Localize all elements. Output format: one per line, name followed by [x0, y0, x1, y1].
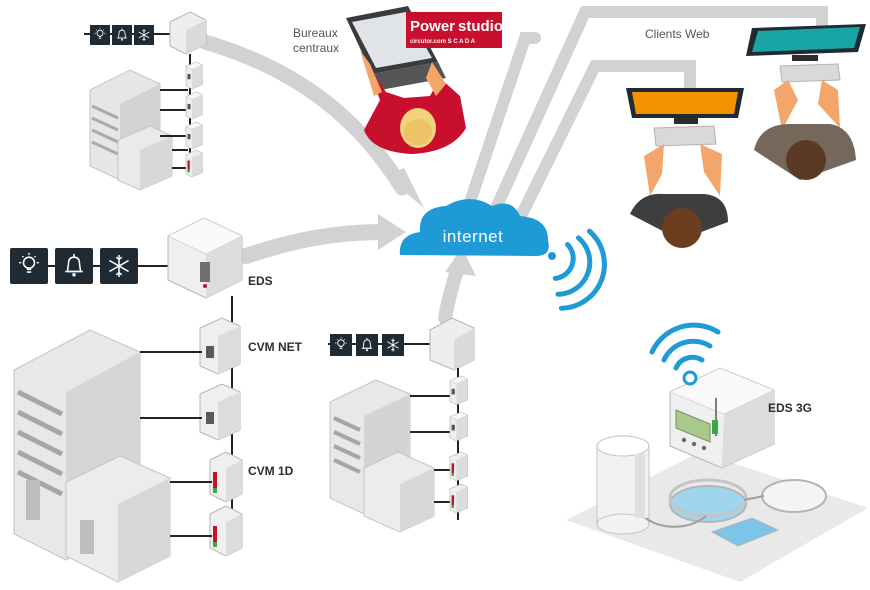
bureaux-label-line1: Bureaux: [293, 26, 338, 40]
center-icon-row: [328, 334, 430, 356]
bureaux-label-line2: centraux: [293, 41, 339, 55]
link-client2-to-cloud: [517, 60, 696, 218]
wifi-signal-cloud-icon: [548, 228, 607, 311]
arrow-head-center: [445, 248, 476, 276]
client-web-user-2: [626, 88, 744, 248]
cvm-net-meter-1: [199, 317, 241, 375]
arrow-head-eds: [378, 214, 406, 250]
eds-device: [167, 217, 243, 299]
water-tank: [596, 435, 650, 535]
link-office-to-cloud: [464, 32, 541, 208]
cvm-net-meter-2: [199, 383, 241, 441]
main-building: [13, 329, 171, 583]
main-building-group: EDS CVM NET CVM 1D: [10, 217, 303, 583]
top-eds-device: [169, 11, 207, 55]
eds-3g-label: EDS 3G: [768, 401, 812, 415]
arrow-head-top: [386, 168, 424, 208]
top-building: [89, 69, 173, 191]
cvm-1d-label: CVM 1D: [248, 464, 294, 478]
logo-tagline: circutor.com S C A D A: [410, 39, 476, 45]
top-icon-row: [84, 25, 170, 45]
main-icon-row: [10, 248, 170, 284]
logo-word-power: Power: [410, 18, 455, 35]
arrow-heads: [378, 168, 476, 276]
client-web-user-1: [746, 24, 866, 180]
client-keyboard-teal: [779, 63, 841, 83]
laptop-keyboard: [372, 62, 446, 90]
client-user-2-head: [662, 208, 702, 248]
logo-word-studio: studio: [458, 18, 503, 35]
client-keyboard-orange: [653, 125, 717, 147]
powerstudio-logo: Power studio circutor.com S C A D A: [406, 12, 503, 48]
link-client1-to-cloud: [491, 5, 828, 212]
connection-arrows: [197, 5, 828, 325]
arrow-top-building-to-cloud: [197, 34, 410, 196]
eds-label: EDS: [248, 274, 273, 288]
arrow-eds-to-cloud: [238, 224, 393, 264]
top-building-group: [84, 11, 207, 191]
eds-3g-device: [669, 367, 775, 469]
top-meter-stack: [185, 61, 203, 178]
cvm-1d-meter-1: [209, 451, 243, 503]
center-building-group: [328, 317, 475, 533]
office-user: Power studio circutor.com S C A D A: [346, 6, 503, 154]
internet-label: internet: [443, 227, 504, 246]
wifi-signal-eds-3g-icon: [649, 322, 721, 386]
internet-cloud: internet: [399, 199, 549, 256]
center-eds-device: [429, 317, 475, 371]
treatment-basins: [645, 478, 827, 547]
cvm-net-label: CVM NET: [248, 340, 303, 354]
client-user-1-head: [786, 140, 826, 180]
clients-web-label: Clients Web: [645, 27, 710, 41]
cvm-1d-meter-2: [209, 505, 243, 557]
eds-3g-plant-group: EDS 3G: [566, 322, 868, 582]
center-building: [329, 379, 435, 533]
